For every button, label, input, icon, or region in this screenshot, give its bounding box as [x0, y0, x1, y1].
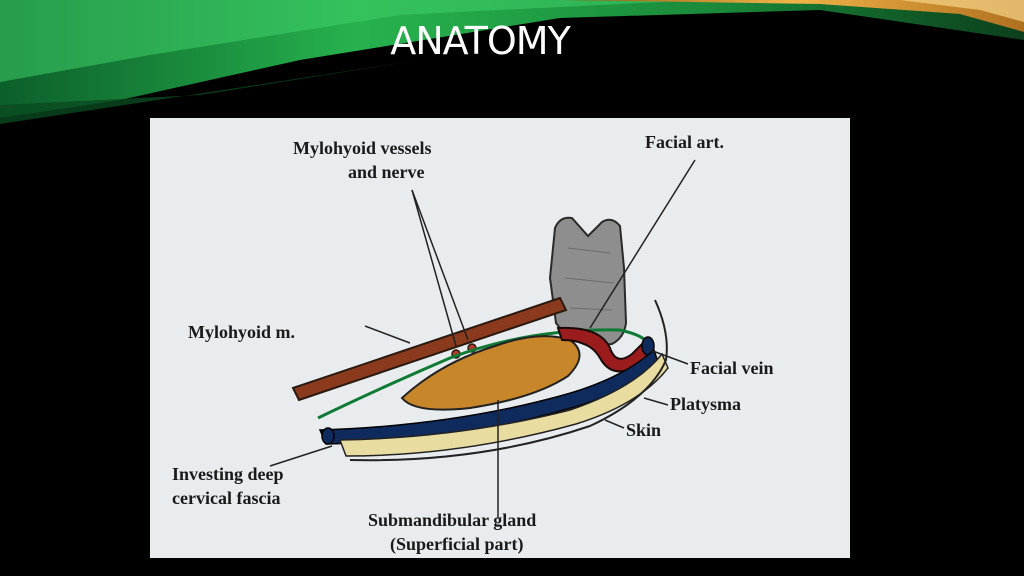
header-banner: [0, 0, 1024, 124]
label-facial-art: Facial art.: [645, 132, 724, 152]
investing-fascia: [317, 328, 649, 420]
label-and-nerve: and nerve: [348, 162, 425, 182]
skin-outline: [349, 299, 668, 462]
mylohyoid-muscle: [291, 296, 568, 402]
submandibular-gland: [400, 335, 581, 411]
skin-layer: [338, 352, 669, 457]
label-submandibular-gland: Submandibular gland: [368, 510, 536, 530]
label-mylohyoid-vessels: Mylohyoid vessels: [293, 138, 432, 158]
label-facial-vein: Facial vein: [690, 358, 774, 378]
mandible-bone: [548, 216, 628, 348]
label-platysma: Platysma: [670, 394, 741, 414]
anatomy-diagram: Mylohyoid vessels and nerve Facial art. …: [150, 118, 850, 558]
label-investing-deep: Investing deep: [172, 464, 284, 484]
label-skin: Skin: [626, 420, 661, 440]
label-cervical-fascia: cervical fascia: [172, 488, 280, 508]
label-superficial-part: (Superficial part): [390, 534, 523, 555]
label-mylohyoid-m: Mylohyoid m.: [188, 322, 295, 342]
slide-title: ANATOMY: [390, 19, 571, 63]
